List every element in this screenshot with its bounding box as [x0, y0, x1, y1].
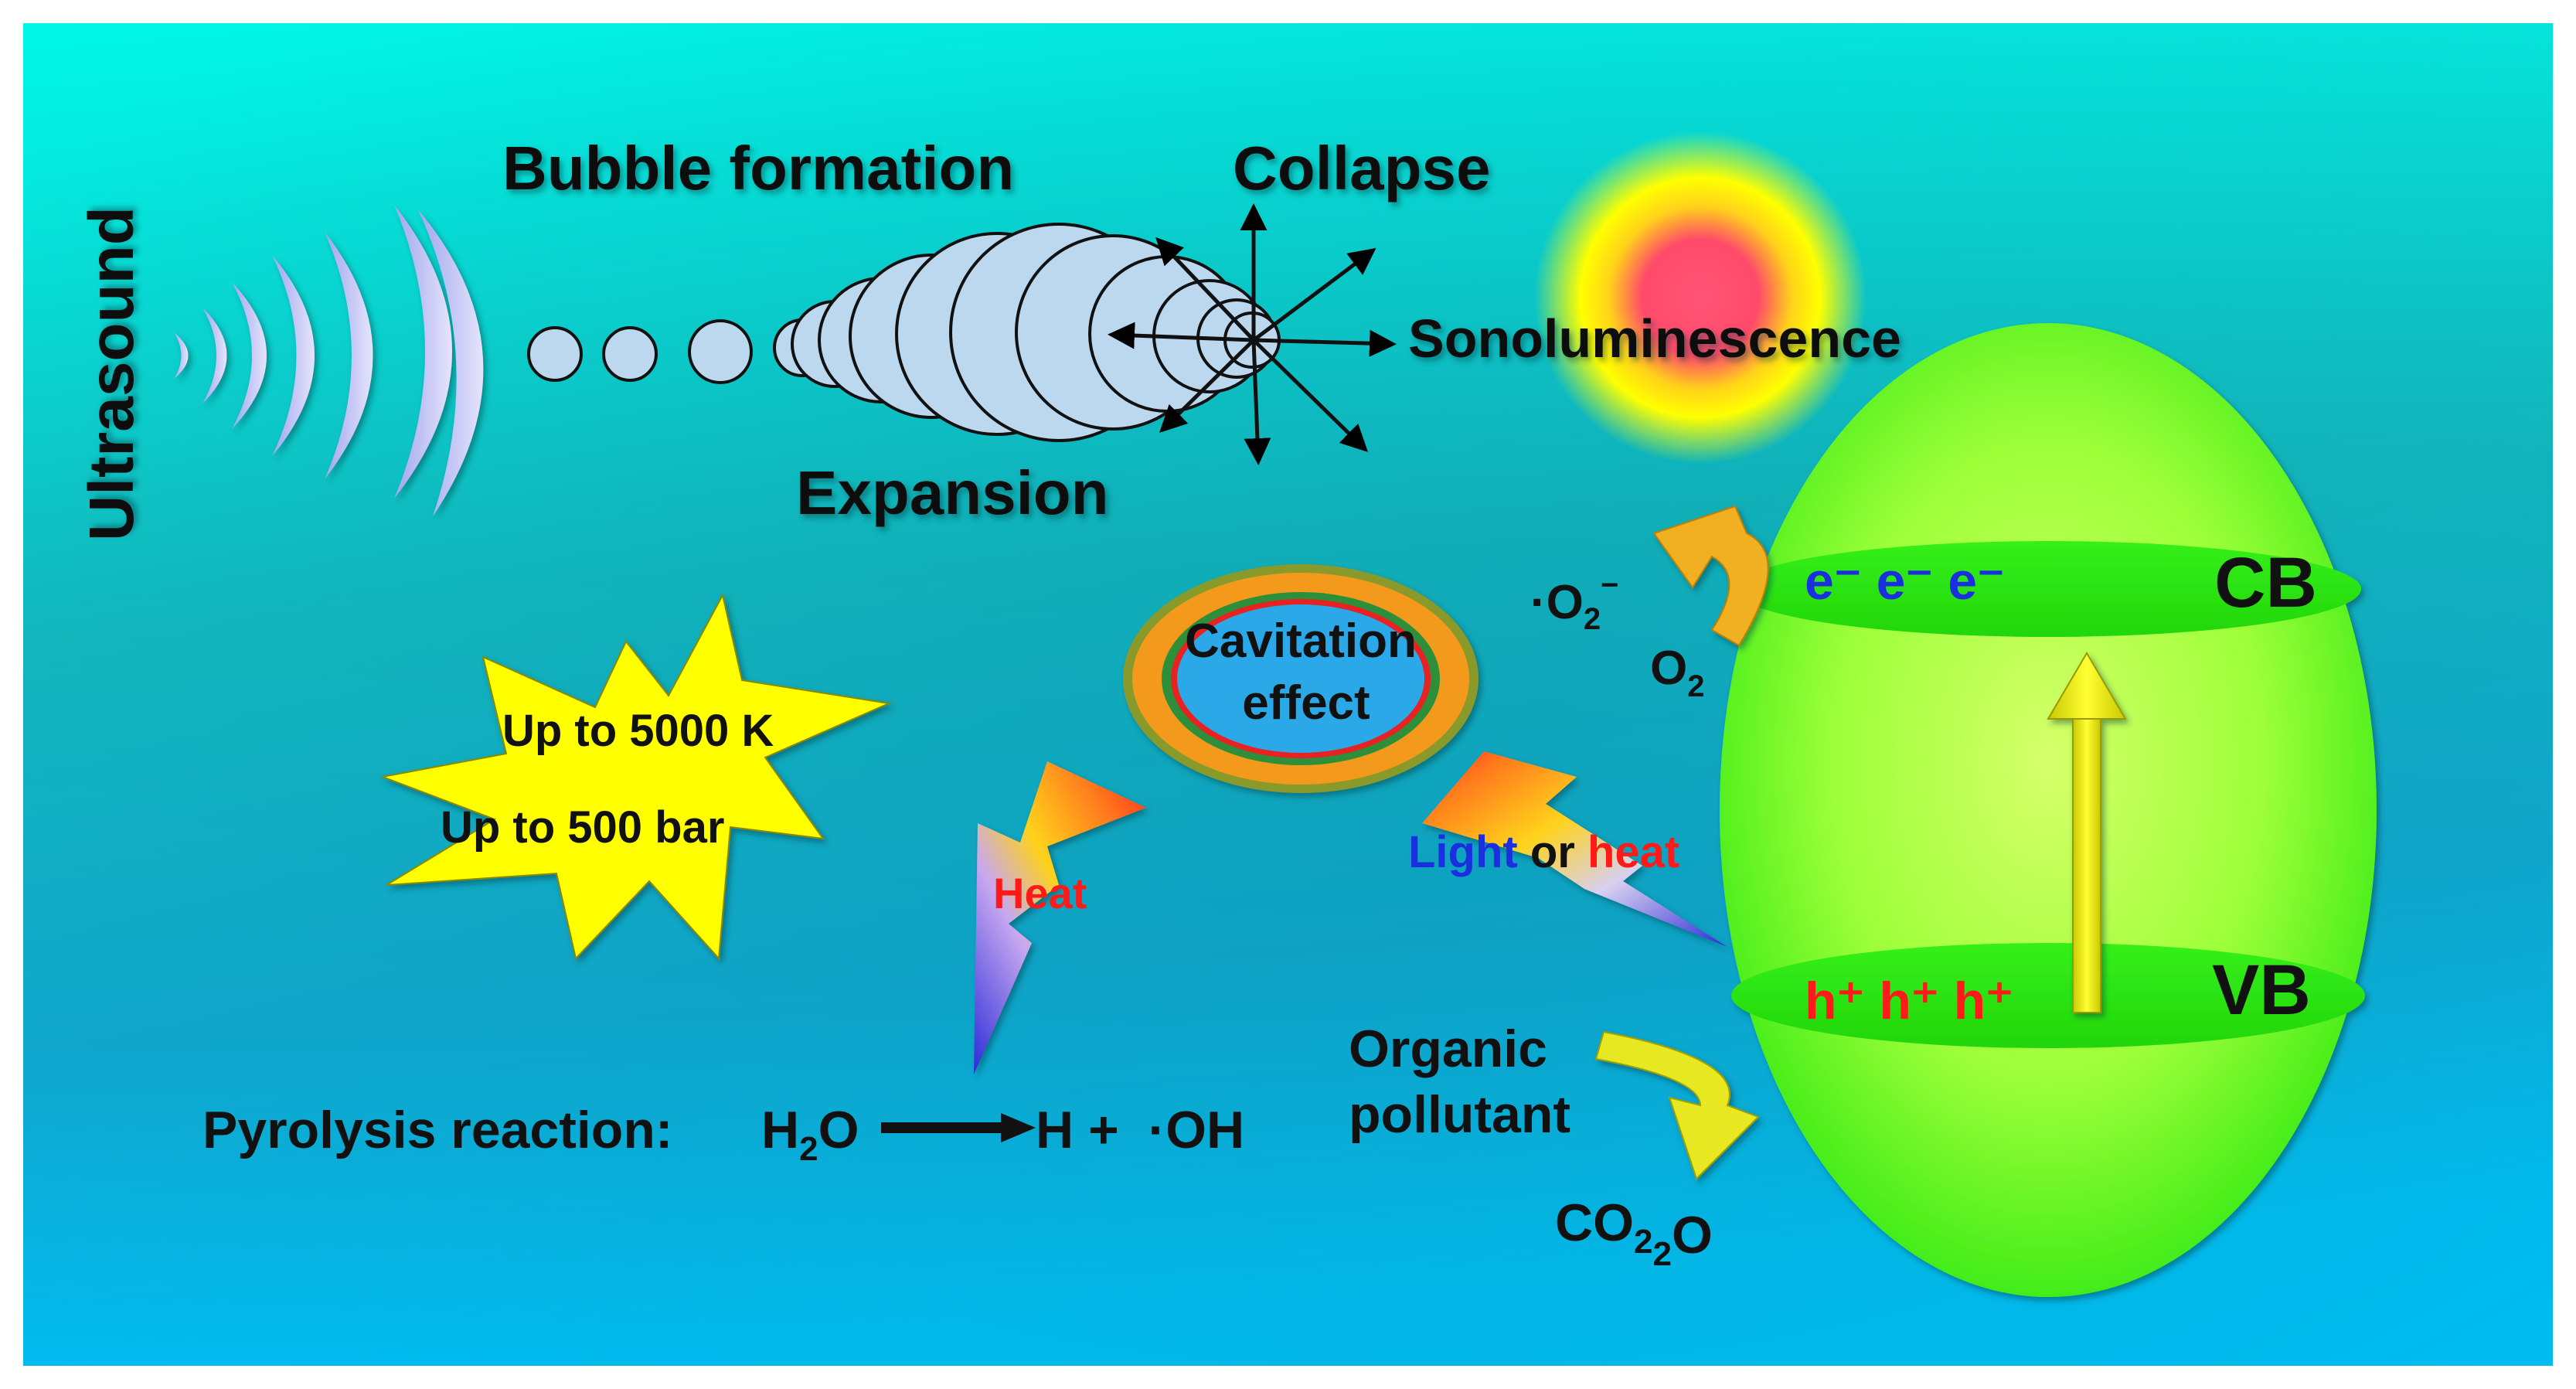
oxygen-subscript: 2	[1687, 669, 1704, 703]
svg-text:H2O: H2O	[761, 1101, 859, 1168]
ultrasound-label: Ultrasound	[77, 206, 147, 541]
wave-arc-3	[232, 282, 267, 429]
photocatalyst-particle	[1720, 323, 2377, 1297]
pyrolysis-products: H + ·OH	[1036, 1101, 1244, 1159]
arrow-upper-left	[1155, 237, 1255, 342]
arrow-right	[1253, 329, 1397, 357]
svg-text:O2: O2	[1650, 642, 1704, 703]
heat-label: Heat	[993, 869, 1087, 917]
starburst	[379, 593, 892, 961]
oxygen-main: O	[1650, 642, 1687, 695]
arrow-upper-right	[1252, 247, 1376, 342]
conduction-band	[1735, 541, 2361, 637]
pyrolysis-reactant: H2O	[761, 1101, 859, 1168]
pyrolysis-label: Pyrolysis reaction:	[202, 1101, 672, 1159]
svg-text:CO22O: CO22O	[1555, 1193, 1713, 1273]
collapse-arrows	[1108, 203, 1397, 465]
sonoluminescence-glow	[1534, 131, 1866, 464]
wave-arc-2	[202, 308, 227, 403]
co2-subscript: 2	[1634, 1223, 1652, 1261]
ultrasound-waves	[174, 205, 484, 516]
or-word: or	[1530, 827, 1575, 877]
light-or-heat-label: Light or heat	[1408, 827, 1679, 877]
arrow-lower-left	[1159, 339, 1255, 433]
temperature-label: Up to 5000 K	[502, 706, 774, 756]
light-heat-lightning-bolt	[1422, 751, 1727, 947]
holes-label: h⁺ h⁺ h⁺	[1805, 972, 2013, 1030]
organic-line-1: Organic	[1349, 1020, 1547, 1078]
co2-main: CO	[1555, 1193, 1634, 1252]
wave-arc-7	[417, 209, 484, 516]
cavitation-line-1: Cavitation	[1185, 614, 1417, 668]
reactant-o: O	[818, 1101, 859, 1159]
pressure-label: Up to 500 bar	[441, 802, 724, 853]
oxygen-label: O2	[1650, 642, 1704, 703]
collapse-label: Collapse	[1233, 134, 1490, 203]
organic-line-2: pollutant	[1349, 1085, 1570, 1144]
light-word: Light	[1408, 827, 1518, 877]
cavitation-bubble	[1123, 564, 1479, 793]
excitation-arrow	[2047, 652, 2127, 1013]
h2o-o: O	[1672, 1206, 1713, 1265]
reactant-subscript: 2	[799, 1130, 818, 1168]
expansion-label: Expansion	[796, 458, 1109, 527]
arrow-down	[1244, 339, 1271, 465]
bubble-2	[602, 326, 658, 382]
heat-word: heat	[1587, 827, 1679, 877]
pyrolysis-arrow	[881, 1113, 1036, 1142]
wave-arc-5	[325, 232, 373, 479]
arrow-lower-right	[1252, 339, 1369, 452]
electrons-label: e⁻ e⁻ e⁻	[1805, 552, 2005, 611]
bubble-sequence	[527, 223, 1281, 442]
superoxide-label: ·O2−	[1530, 568, 1618, 636]
h2o-subscript: 2	[1652, 1235, 1671, 1273]
pollutant-curved-arrow	[1594, 1030, 1760, 1180]
svg-text:Light or heat: Light or heat	[1408, 827, 1679, 877]
superoxide-subscript: 2	[1584, 602, 1601, 636]
cavitation-line-2: effect	[1242, 676, 1370, 730]
bubble-1	[527, 326, 583, 382]
wave-arc-6	[394, 205, 452, 499]
bubble-3	[688, 319, 753, 384]
arrow-left	[1108, 322, 1254, 349]
sonoluminescence-label: Sonoluminescence	[1408, 308, 1901, 369]
wave-arc-1	[174, 332, 189, 379]
co2-h2o-label: CO22O	[1555, 1193, 1713, 1273]
bubble-formation-label: Bubble formation	[502, 134, 1014, 203]
svg-text:·O2−: ·O2−	[1530, 568, 1618, 636]
superoxide-superscript: −	[1601, 568, 1618, 602]
superoxide-prefix: ·O	[1530, 576, 1584, 629]
cb-label: CB	[2214, 543, 2317, 622]
heat-lightning-bolt	[974, 761, 1146, 1074]
valence-band	[1731, 943, 2365, 1048]
o2-curved-arrow	[1652, 505, 1769, 647]
reactant-h: H	[761, 1101, 799, 1159]
catalyst-ellipse	[1720, 323, 2377, 1297]
wave-arc-4	[272, 255, 315, 456]
vb-label: VB	[2212, 951, 2311, 1030]
